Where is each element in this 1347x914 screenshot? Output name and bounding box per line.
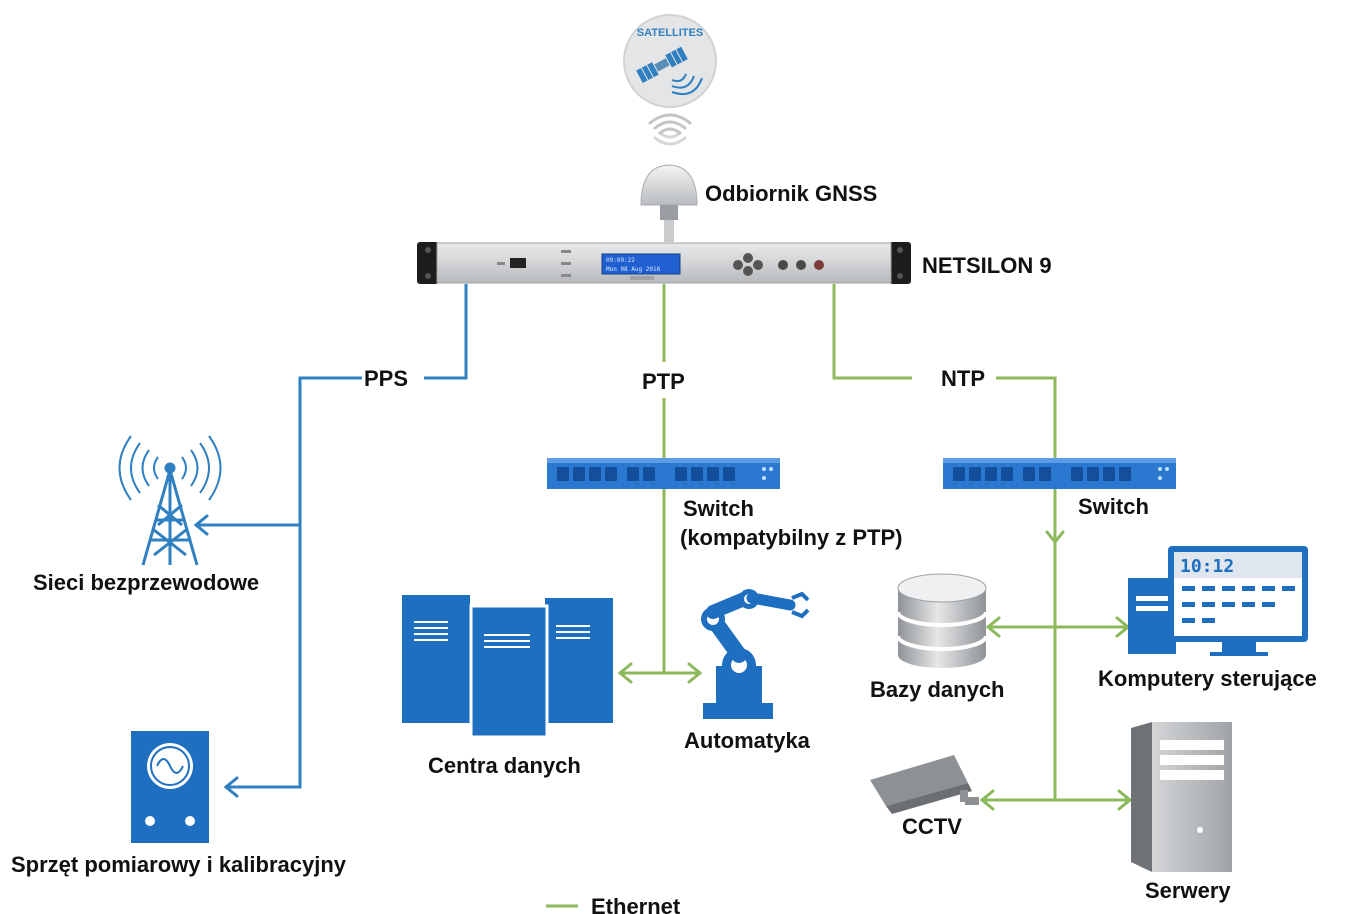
control-computers-label: Komputery sterujące	[1098, 666, 1317, 691]
gnss-receiver-label: Odbiornik GNSS	[705, 181, 877, 206]
ptp-arrowheads	[617, 662, 703, 684]
ethernet-legend-label: Ethernet	[591, 894, 681, 914]
wireless-tower-icon	[118, 435, 222, 566]
data-center-icon	[402, 595, 613, 739]
ptp-switch-icon	[547, 458, 780, 489]
ptp-switch-label-line2: (kompatybilny z PTP)	[680, 525, 902, 550]
measurement-equipment-label: Sprzęt pomiarowy i kalibracyjny	[11, 852, 347, 877]
cctv-label: CCTV	[902, 814, 962, 839]
pps-arrowheads	[193, 514, 239, 798]
robot-arm-icon	[701, 589, 810, 719]
netsilon-device: 09:09:22 Mon 08 Aug 2016	[417, 242, 911, 284]
control-computer-icon: 10:12	[1128, 546, 1308, 656]
data-centers-label: Centra danych	[428, 753, 581, 778]
measurement-equipment-icon	[131, 731, 209, 843]
device-name-label: NETSILON 9	[922, 253, 1052, 278]
database-icon	[896, 573, 988, 668]
pps-connection	[198, 284, 468, 789]
gnss-antenna-icon	[640, 164, 698, 242]
cctv-camera-icon	[870, 755, 979, 814]
device-display-line2: Mon 08 Aug 2016	[606, 266, 661, 273]
satellite-badge-text: SATELLITES	[637, 27, 703, 39]
device-display-line1: 09:09:22	[606, 257, 635, 264]
ntp-label: NTP	[941, 366, 985, 391]
ntp-switch-icon	[943, 458, 1176, 489]
databases-label: Bazy danych	[870, 677, 1005, 702]
monitor-clock: 10:12	[1180, 556, 1234, 577]
servers-label: Serwery	[1145, 878, 1231, 903]
ptp-label: PTP	[642, 369, 685, 394]
signal-waves-icon	[648, 113, 692, 146]
automation-label: Automatyka	[684, 728, 811, 753]
ptp-switch-label-line1: Switch	[683, 496, 754, 521]
wireless-networks-label: Sieci bezprzewodowe	[33, 570, 259, 595]
pps-label: PPS	[364, 366, 408, 391]
server-tower-icon	[1131, 722, 1232, 872]
satellite-icon: SATELLITES	[623, 14, 717, 108]
ntp-switch-label: Switch	[1078, 494, 1149, 519]
ptp-connection	[622, 284, 698, 675]
legend: Ethernet	[546, 894, 681, 914]
